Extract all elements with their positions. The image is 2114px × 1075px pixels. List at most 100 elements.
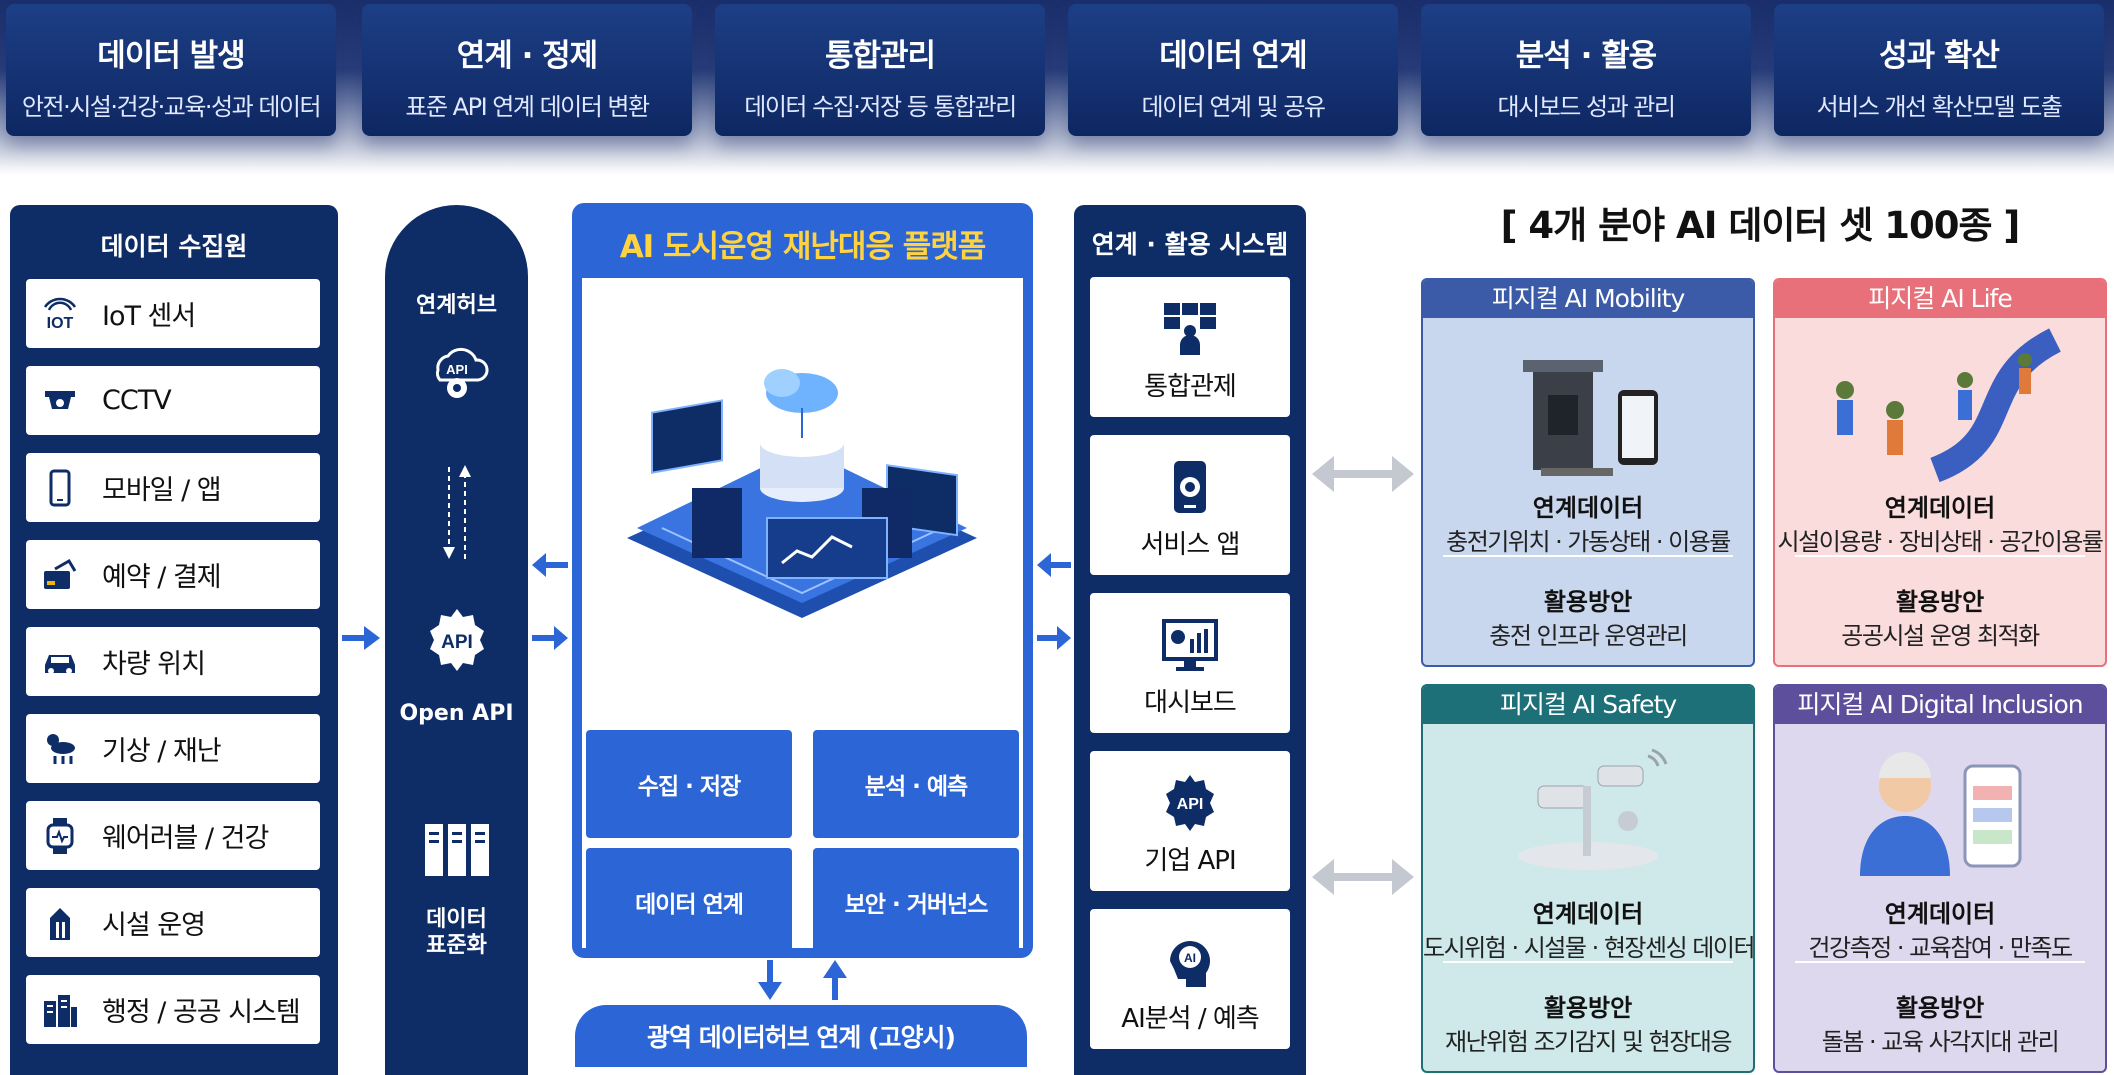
ai-badge-text: AI: [1184, 951, 1196, 965]
stage-integrated-management: 통합관리 데이터 수집·저장 등 통합관리: [715, 4, 1045, 136]
use-plan-value: 충전 인프라 운영관리: [1489, 622, 1688, 650]
system-label: 통합관제: [1144, 372, 1237, 402]
source-item-payment: 예약 / 결제: [26, 540, 320, 609]
cctv-icon: [40, 381, 80, 421]
arrow-left-icon: [1037, 553, 1071, 577]
system-label: 대시보드: [1144, 688, 1237, 718]
double-arrow-icon: [1312, 456, 1414, 492]
function-collect-store: 수집 · 저장: [586, 730, 792, 838]
data-center-illustration: [627, 369, 977, 618]
system-label: 서비스 앱: [1140, 530, 1241, 560]
use-plan-value: 재난위험 조기감지 및 현장대응: [1445, 1028, 1732, 1056]
stage-title: 통합관리: [824, 38, 936, 74]
dataset-card-digital-inclusion: 피지컬 AI Digital Inclusion 연계데이터 건강측정 · 교육…: [1773, 684, 2107, 1073]
control-center-icon: [1164, 303, 1216, 355]
stage-title: 성과 확산: [1879, 38, 2000, 74]
card-divider: [1443, 961, 1733, 963]
svg-text:IOT: IOT: [47, 315, 74, 332]
source-label: 기상 / 재난: [102, 736, 222, 767]
open-api-label: Open API: [399, 701, 514, 726]
use-plan-value: 공공시설 운영 최적화: [1841, 622, 2040, 650]
stage-subtitle: 대시보드 성과 관리: [1497, 93, 1676, 121]
stage-title: 데이터 발생: [97, 38, 245, 74]
source-item-vehicle: 차량 위치: [26, 627, 320, 696]
source-label: 웨어러블 / 건강: [102, 823, 269, 854]
car-icon: [40, 642, 80, 682]
dataset-card-safety: 피지컬 AI Safety 연계데이터 도시위험 · 시설물 · 현장센싱 데이…: [1421, 684, 1755, 1073]
stage-subtitle: 데이터 연계 및 공유: [1141, 93, 1326, 121]
iot-icon: IOT: [40, 294, 80, 334]
process-stage-bar: 데이터 발생 안전·시설·건강·교육·성과 데이터 연계 · 정제 표준 API…: [0, 0, 2114, 175]
stage-subtitle: 서비스 개선 확산모델 도출: [1816, 93, 2063, 121]
api-cloud-gear-icon: API: [435, 347, 489, 398]
use-plan-label: 활용방안: [1543, 994, 1633, 1022]
dataset-heading: [ 4개 분야 AI 데이터 셋 100종 ]: [1500, 204, 2021, 247]
dataset-card-life: 피지컬 AI Life 연계데이터 시설이용량 · 장비상태 · 공간이용률 활…: [1773, 278, 2107, 667]
card-title: 피지컬 AI Safety: [1423, 686, 1753, 724]
data-sources-panel: 데이터 수집원 IOT IoT 센서 CCTV 모바일 / 앱 예약 / 결제 …: [10, 205, 338, 1075]
stage-subtitle: 안전·시설·건강·교육·성과 데이터: [21, 93, 322, 121]
source-label: CCTV: [102, 385, 172, 416]
link-data-value: 시설이용량 · 장비상태 · 공간이용률: [1777, 528, 2104, 556]
api-badge-text: API: [446, 362, 468, 377]
use-plan-label: 활용방안: [1895, 994, 1985, 1022]
link-data-label: 연계데이터: [1884, 494, 1996, 522]
source-label: 모바일 / 앱: [102, 475, 222, 506]
use-plan-value: 돌봄 · 교육 사각지대 관리: [1821, 1028, 2060, 1056]
platform-title: AI 도시운영 재난대응 플랫폼: [619, 229, 987, 265]
system-item-ai-analysis: AI AI분석 / 예측: [1090, 909, 1290, 1049]
stage-subtitle: 표준 API 연계 데이터 변환: [405, 93, 650, 121]
api-gear-icon: API: [430, 609, 484, 671]
stage-data-linkage: 데이터 연계 데이터 연계 및 공유: [1068, 4, 1398, 136]
mobile-icon: [40, 468, 80, 508]
source-item-weather: 기상 / 재난: [26, 714, 320, 783]
systems-title: 연계 · 활용 시스템: [1091, 230, 1289, 259]
smartwatch-icon: [40, 816, 80, 856]
hub-title: 연계허브: [416, 293, 497, 318]
source-label: 예약 / 결제: [102, 562, 222, 593]
card-title: 피지컬 AI Digital Inclusion: [1775, 686, 2105, 724]
weather-icon: [40, 729, 80, 769]
arrow-up-icon: [823, 960, 847, 1000]
stage-data-generation: 데이터 발생 안전·시설·건강·교육·성과 데이터: [6, 4, 336, 136]
source-item-public-system: 행정 / 공공 시스템: [26, 975, 320, 1044]
function-security-governance: 보안 · 거버넌스: [813, 848, 1019, 956]
arrow-left-icon: [532, 553, 568, 577]
regional-data-hub-link: 광역 데이터허브 연계 (고양시): [575, 1005, 1027, 1067]
source-item-mobile: 모바일 / 앱: [26, 453, 320, 522]
senior-health-illustration: [1860, 752, 2022, 876]
card-title: 피지컬 AI Life: [1775, 280, 2105, 318]
data-sources-title: 데이터 수집원: [100, 232, 248, 261]
ai-platform-panel: AI 도시운영 재난대응 플랫폼 수집 · 저장 분석 · 예측 데이터 연계 …: [572, 203, 1033, 958]
link-data-value: 도시위험 · 시설물 · 현장센싱 데이터: [1423, 934, 1755, 962]
stage-title: 연계 · 정제: [456, 38, 598, 74]
link-data-label: 연계데이터: [1884, 900, 1996, 928]
linkage-systems-panel: 연계 · 활용 시스템 통합관제 서비스 앱 대시보드 API 기업 API A…: [1074, 205, 1306, 1075]
use-plan-label: 활용방안: [1543, 588, 1633, 616]
system-item-service-app: 서비스 앱: [1090, 435, 1290, 575]
system-label: 기업 API: [1144, 846, 1236, 876]
arrow-right-icon: [342, 626, 380, 650]
stage-subtitle: 데이터 수집·저장 등 통합관리: [744, 93, 1017, 121]
system-item-dashboard: 대시보드: [1090, 593, 1290, 733]
link-data-value: 건강측정 · 교육참여 · 만족도: [1808, 934, 2073, 962]
link-data-label: 연계데이터: [1532, 494, 1644, 522]
data-standardization-label: 데이터 표준화: [426, 907, 487, 958]
function-data-linkage: 데이터 연계: [586, 848, 792, 956]
stage-integration-cleansing: 연계 · 정제 표준 API 연계 데이터 변환: [362, 4, 692, 136]
system-item-enterprise-api: API 기업 API: [1090, 751, 1290, 891]
source-label: IoT 센서: [102, 301, 196, 332]
platform-inner: 수집 · 저장 분석 · 예측 데이터 연계 보안 · 거버넌스: [582, 278, 1023, 956]
server-rack-icon: [425, 824, 489, 876]
card-payment-icon: [40, 555, 80, 595]
stage-title: 분석 · 활용: [1515, 38, 1657, 74]
service-app-icon: [1174, 461, 1206, 513]
system-item-control: 통합관제: [1090, 277, 1290, 417]
card-title: 피지컬 AI Mobility: [1423, 280, 1753, 318]
source-item-iot: IOT IoT 센서: [26, 279, 320, 348]
link-data-value: 충전기위치 · 가동상태 · 이용률: [1446, 528, 1731, 556]
system-label: AI분석 / 예측: [1121, 1004, 1259, 1034]
card-divider: [1795, 961, 2085, 963]
api-gear-icon: API: [1166, 775, 1214, 831]
stage-title: 데이터 연계: [1159, 38, 1307, 74]
